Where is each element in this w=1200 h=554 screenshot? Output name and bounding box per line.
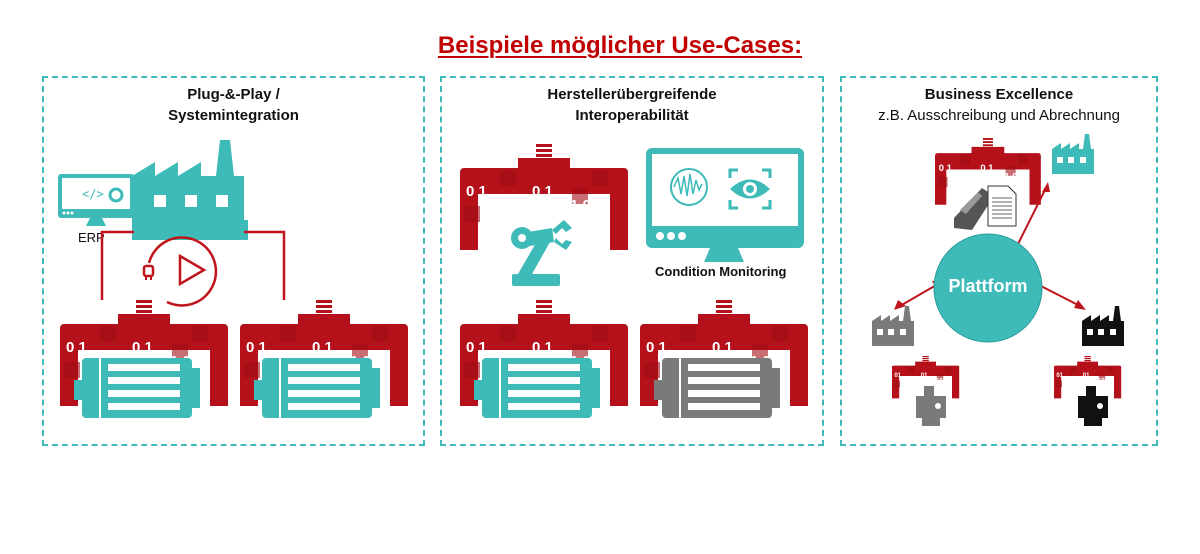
machine-controller: 0 10 11 0 1	[240, 300, 408, 418]
machine-tool-icon	[916, 386, 946, 426]
svg-text:</>: </>	[82, 187, 104, 201]
panel-graphic: 0 1 0 1 1 0 1 01 01 101 01 01 101	[872, 134, 1124, 426]
binary-text: 0 1	[939, 163, 952, 174]
panel-subtitle: z.B. Ausschreibung und Abrechnung	[878, 107, 1120, 124]
erp-label: ERP	[78, 230, 105, 245]
binary-text: 01	[1083, 373, 1090, 379]
platform-label: Plattform	[948, 276, 1028, 296]
machine-controller: 0 1 0 1 1 0 1	[935, 138, 1041, 205]
panel-title-line1: Herstellerübergreifende	[547, 86, 717, 103]
panel-interoperability: Herstellerübergreifende Interoperabilitä…	[440, 76, 824, 446]
condition-monitoring-icon	[646, 148, 804, 262]
binary-text: 0 1	[980, 163, 993, 174]
panel-title-line2: Interoperabilität	[575, 107, 689, 124]
machine-tool-icon	[1078, 386, 1108, 426]
binary-text: 1 0 1	[570, 197, 603, 214]
machine-controller: 0 10 11 0 1	[460, 300, 628, 418]
panel-graphic: 0 10 11 0 1 0 10 11 0 1 0 10 11 0 1	[460, 144, 808, 418]
machine-controller: 01 01 101	[892, 356, 960, 399]
binary-text: 0 1	[466, 339, 487, 356]
panel-plug-and-play: Plug-&-Play / Systemintegration ERP </>	[42, 76, 425, 446]
document-icon	[987, 185, 1017, 227]
page-title: Beispiele möglicher Use-Cases:	[437, 32, 803, 59]
binary-text: 0 1	[246, 339, 267, 356]
machine-part-icon	[954, 188, 994, 230]
binary-text: 1 0 1	[1004, 172, 1025, 183]
machine-controller: 0 10 11 0 1	[60, 300, 228, 418]
panel-title-line1: Plug-&-Play /	[187, 86, 280, 103]
motor-icon	[74, 358, 200, 418]
machine-controller: 01 01 101	[1054, 356, 1122, 399]
binary-text: 0 1	[646, 339, 667, 356]
panel-graphic: </> 0 10 11 0 1 0 10 11 0 1	[58, 140, 408, 418]
panel-business-excellence: Business Excellence z.B. Ausschreibung u…	[840, 76, 1158, 446]
factory-icon	[1082, 306, 1124, 346]
factory-icon	[872, 306, 914, 346]
monitor-code-gear-icon: </>	[58, 174, 134, 226]
binary-text: 0 1	[66, 339, 87, 356]
binary-text: 0 1	[532, 183, 553, 200]
binary-text: 101	[1098, 378, 1109, 384]
motor-icon	[474, 358, 600, 418]
binary-text: 0 1	[712, 339, 733, 356]
binary-text: 101	[936, 378, 947, 384]
binary-text: 01	[1056, 373, 1063, 379]
plug-play-icon	[142, 236, 218, 307]
panel-title-line2: Systemintegration	[168, 107, 299, 124]
binary-text: 0 1	[466, 183, 487, 200]
binary-text: 01	[921, 373, 928, 379]
binary-text: 0 1	[132, 339, 153, 356]
binary-text: 01	[894, 373, 901, 379]
panel-title: Business Excellence	[924, 86, 1074, 103]
condition-monitoring-label: Condition Monitoring	[655, 264, 787, 279]
machine-controller: 0 1 0 1 1 0 1	[460, 144, 628, 250]
motor-icon	[254, 358, 380, 418]
binary-text: 0 1	[312, 339, 333, 356]
platform-circle	[933, 233, 1043, 343]
machine-controller: 0 10 11 0 1	[640, 300, 808, 418]
binary-text: 0 1	[532, 339, 553, 356]
factory-icon	[1052, 134, 1094, 174]
robot-arm-icon	[511, 220, 572, 286]
motor-icon	[654, 358, 780, 418]
factory-icon	[132, 140, 248, 240]
